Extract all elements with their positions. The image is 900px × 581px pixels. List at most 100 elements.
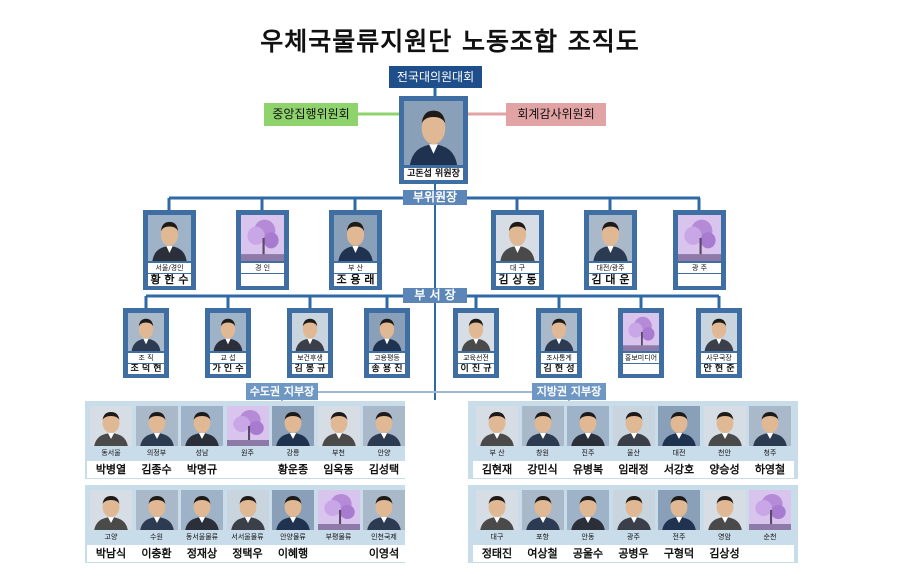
regional-branch-name: 정태진 <box>473 545 521 562</box>
member-photo <box>658 406 700 446</box>
national-delegates-box: 전국대의원대회 <box>389 66 482 88</box>
metro-branch-name: 김성택 <box>360 461 408 478</box>
vice-chair-name: 김 대 운 <box>589 274 632 286</box>
metro-branch-name: 황운종 <box>269 461 317 478</box>
member-photo <box>363 490 405 530</box>
member-photo <box>272 490 314 530</box>
member-photo <box>701 313 737 351</box>
dept-head-role: 조사통계 <box>541 353 577 363</box>
vice-chair-role: 부 산 <box>334 263 377 273</box>
regional-branch-name: 공병우 <box>609 545 658 562</box>
metro-branch-role: 성남 <box>195 449 209 457</box>
member-photo <box>226 490 269 530</box>
audit-committee-box: 회계감사위원회 <box>506 103 606 126</box>
member-photo <box>369 313 405 351</box>
vice-chair-role: 광 주 <box>678 263 721 273</box>
chairman-photo <box>404 101 463 165</box>
dept-heads-label: 부 서 장 <box>403 288 467 303</box>
metro-branch-name: 이충환 <box>132 545 181 562</box>
metro-branch-name <box>314 545 363 562</box>
vice-chair-role: 경 인 <box>241 263 284 273</box>
vice-chair-name <box>678 274 721 286</box>
member-photo <box>612 490 655 530</box>
metro-branch-name: 박병열 <box>87 461 135 478</box>
metro-branch-role: 부천 <box>332 449 345 457</box>
regional-branches-label: 지방권 지부장 <box>532 383 606 400</box>
member-photo <box>148 215 191 261</box>
metro-branch-name: 정재상 <box>178 545 226 562</box>
regional-branch-name: 김현재 <box>473 461 521 478</box>
dept-head-name: 안 현 준 <box>701 364 737 374</box>
placeholder-photo <box>623 313 659 351</box>
member-photo <box>292 313 328 351</box>
metro-branch-name <box>223 461 272 478</box>
vice-chair-role: 서울/경인 <box>148 263 191 273</box>
regional-branch-name: 서강호 <box>655 461 703 478</box>
metro-branch-card: 부평물류 <box>314 490 363 562</box>
vice-chair-name: 황 한 수 <box>148 274 191 286</box>
member-photo <box>334 215 377 261</box>
metro-branch-card: 원주 <box>223 406 272 478</box>
regional-branch-role: 천안 <box>718 449 731 457</box>
member-photo <box>476 490 518 530</box>
vice-chair-name <box>241 274 284 286</box>
member-photo <box>90 406 132 446</box>
dept-head-name: 이 진 규 <box>458 364 494 374</box>
placeholder-photo <box>226 406 269 446</box>
metro-branch-role: 수원 <box>150 533 163 541</box>
regional-branch-role: 순천 <box>763 533 777 541</box>
regional-branch-name: 양승성 <box>700 461 749 478</box>
member-photo <box>521 406 564 446</box>
member-photo <box>458 313 494 351</box>
regional-branch-role: 청주 <box>763 449 777 457</box>
dept-head-name: 김 현 성 <box>541 364 577 374</box>
regional-branch-card: 순천 <box>746 490 794 562</box>
chairman-name: 고돈섭 위원장 <box>404 168 463 180</box>
placeholder-photo <box>241 215 284 261</box>
member-photo <box>658 490 700 530</box>
regional-branch-name: 강민식 <box>518 461 567 478</box>
dept-head-role: 보건후생 <box>292 353 328 363</box>
dept-head-name: 조 덕 현 <box>128 364 164 374</box>
regional-branch-name: 공울수 <box>564 545 612 562</box>
metro-branch-role: 강릉 <box>286 449 300 457</box>
dept-head-name: 김 봉 규 <box>292 364 328 374</box>
member-photo <box>272 406 314 446</box>
dept-head-role: 고용평등 <box>369 353 405 363</box>
vice-chair-card: 경 인 <box>236 210 289 290</box>
metro-branch-name: 임옥동 <box>314 461 363 478</box>
regional-branch-name: 구형덕 <box>655 545 703 562</box>
regional-branch-role: 창원 <box>536 449 549 457</box>
regional-branch-name: 김상성 <box>700 545 749 562</box>
dept-head-card: 홍보미디어 <box>618 308 664 378</box>
regional-branch-role: 영암 <box>718 533 731 541</box>
member-photo <box>90 490 132 530</box>
member-photo <box>476 406 518 446</box>
regional-branch-role: 부 산 <box>489 449 505 457</box>
metro-branches-label: 수도권 지부장 <box>246 383 318 400</box>
metro-branch-role: 원주 <box>241 449 254 457</box>
regional-branch-role: 전주 <box>672 533 686 541</box>
vice-chairs-label: 부위원장 <box>403 190 467 205</box>
